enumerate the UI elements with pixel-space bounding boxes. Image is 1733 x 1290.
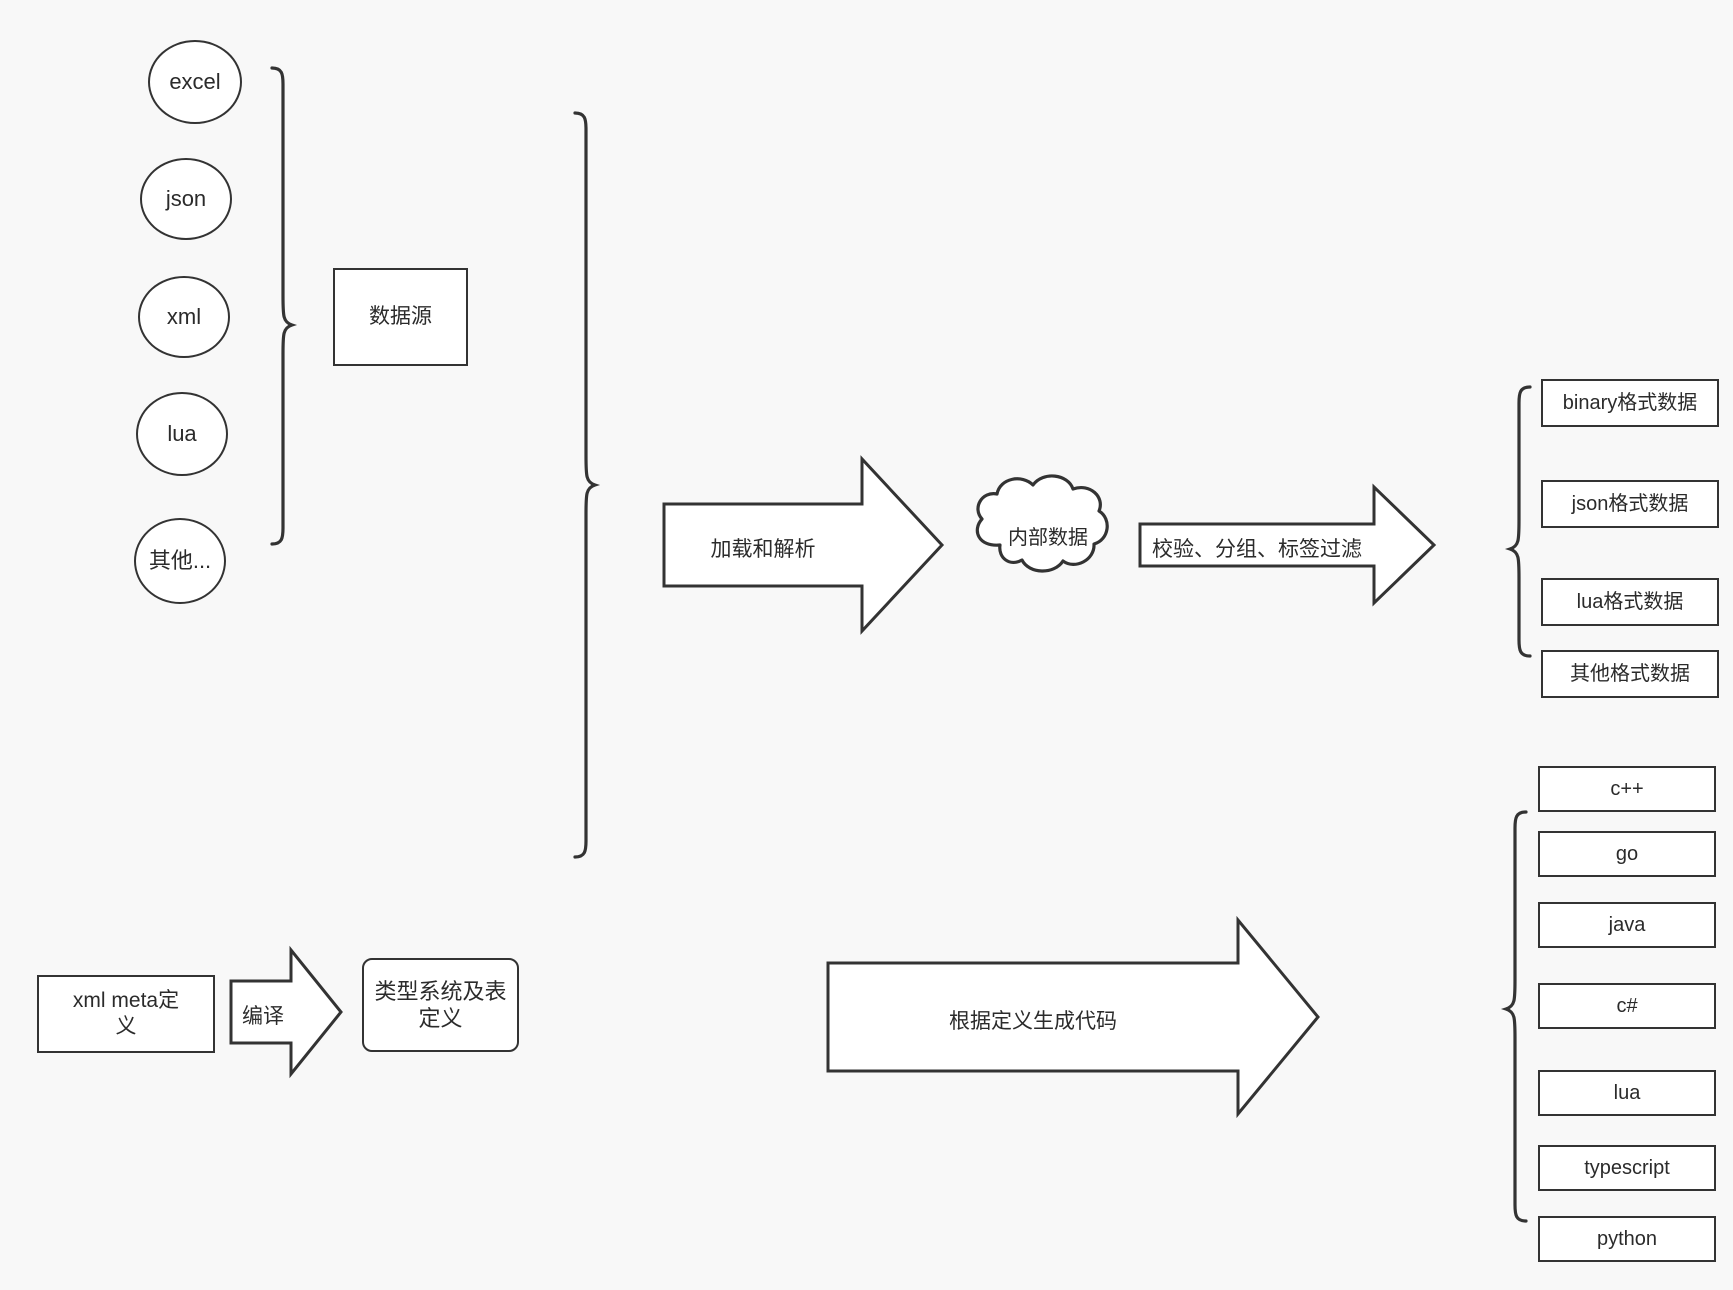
output-format-binary[interactable]: binary格式数据 [1541, 379, 1719, 427]
output-format-lua-label: lua格式数据 [1576, 590, 1684, 613]
language-brace [1500, 810, 1528, 1223]
source-node-lua-label: lua [167, 421, 197, 447]
output-format-binary-label: binary格式数据 [1562, 391, 1698, 414]
source-node-xml[interactable]: xml [138, 276, 230, 358]
data-format-brace [1504, 385, 1532, 658]
output-language-go-label: go [1615, 842, 1639, 865]
output-language-typescript-label: typescript [1584, 1156, 1670, 1179]
pipeline-input-brace [573, 111, 601, 859]
output-language-python[interactable]: python [1538, 1216, 1716, 1262]
output-language-python-label: python [1596, 1227, 1658, 1250]
output-language-java[interactable]: java [1538, 902, 1716, 948]
data-source-brace [270, 66, 298, 546]
output-format-other[interactable]: 其他格式数据 [1541, 650, 1719, 698]
data-source-group-box[interactable]: 数据源 [333, 268, 468, 366]
source-node-other[interactable]: 其他... [134, 518, 226, 604]
data-source-group-label: 数据源 [369, 304, 432, 328]
xml-meta-definition-label: xml meta定 义 [72, 988, 180, 1038]
type-system-box[interactable]: 类型系统及表 定义 [362, 958, 519, 1052]
output-language-lua-label: lua [1613, 1081, 1641, 1104]
output-language-java-label: java [1608, 913, 1646, 936]
load-parse-arrow-label-text: 加载和解析 [710, 538, 816, 561]
codegen-arrow-label-text: 根据定义生成代码 [949, 1010, 1117, 1033]
output-format-other-label: 其他格式数据 [1570, 662, 1690, 685]
output-language-lua[interactable]: lua [1538, 1070, 1716, 1116]
output-language-typescript[interactable]: typescript [1538, 1145, 1716, 1191]
source-node-other-label: 其他... [148, 548, 212, 574]
type-system-label: 类型系统及表 定义 [374, 978, 507, 1032]
validate-group-filter-arrow-label-text: 校验、分组、标签过滤 [1152, 538, 1362, 561]
source-node-excel[interactable]: excel [148, 40, 242, 124]
output-language-cpp-label: c++ [1610, 777, 1644, 800]
xml-meta-definition-box[interactable]: xml meta定 义 [37, 975, 215, 1053]
output-language-go[interactable]: go [1538, 831, 1716, 877]
output-language-cpp[interactable]: c++ [1538, 766, 1716, 812]
source-node-xml-label: xml [166, 304, 202, 330]
internal-data-cloud-label-text: 内部数据 [1008, 527, 1088, 549]
output-format-lua[interactable]: lua格式数据 [1541, 578, 1719, 626]
source-node-json-label: json [165, 186, 207, 212]
source-node-lua[interactable]: lua [136, 392, 228, 476]
output-format-json-label: json格式数据 [1571, 492, 1689, 515]
source-node-json[interactable]: json [140, 158, 232, 240]
output-language-csharp[interactable]: c# [1538, 983, 1716, 1029]
compile-arrow-label-text: 编译 [242, 1005, 284, 1028]
source-node-excel-label: excel [169, 69, 221, 95]
output-language-csharp-label: c# [1616, 994, 1638, 1017]
output-format-json[interactable]: json格式数据 [1541, 480, 1719, 528]
